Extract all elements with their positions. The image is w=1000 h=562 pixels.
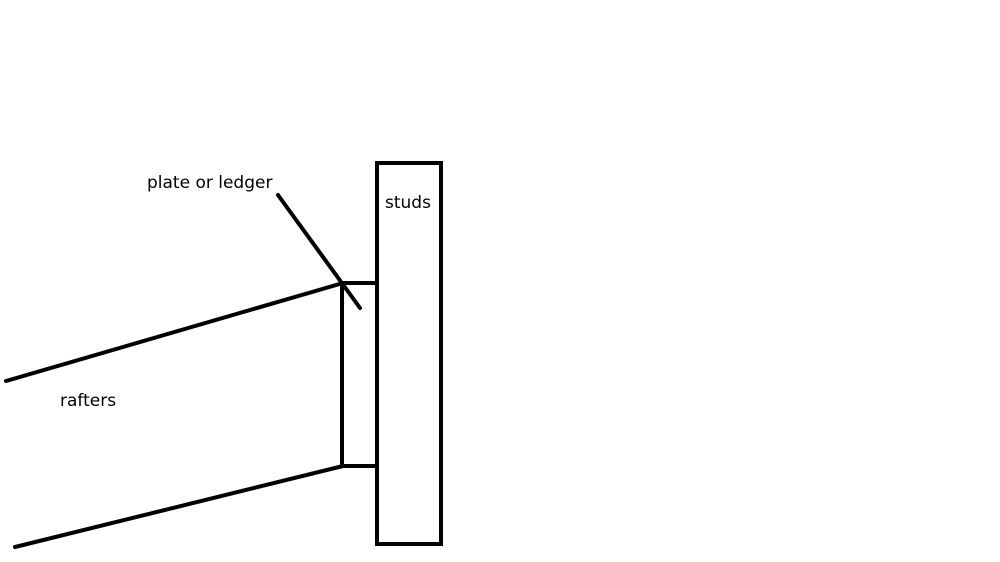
studs-label: studs [385,193,431,213]
plate-leader-line [276,193,362,310]
studs-shape [375,161,443,546]
lower-rafter-line [13,464,345,549]
plate-or-ledger-label: plate or ledger [147,173,273,193]
plate-ledger-shape [340,281,379,468]
upper-rafter-line [4,281,345,383]
rafters-label: rafters [60,391,117,411]
